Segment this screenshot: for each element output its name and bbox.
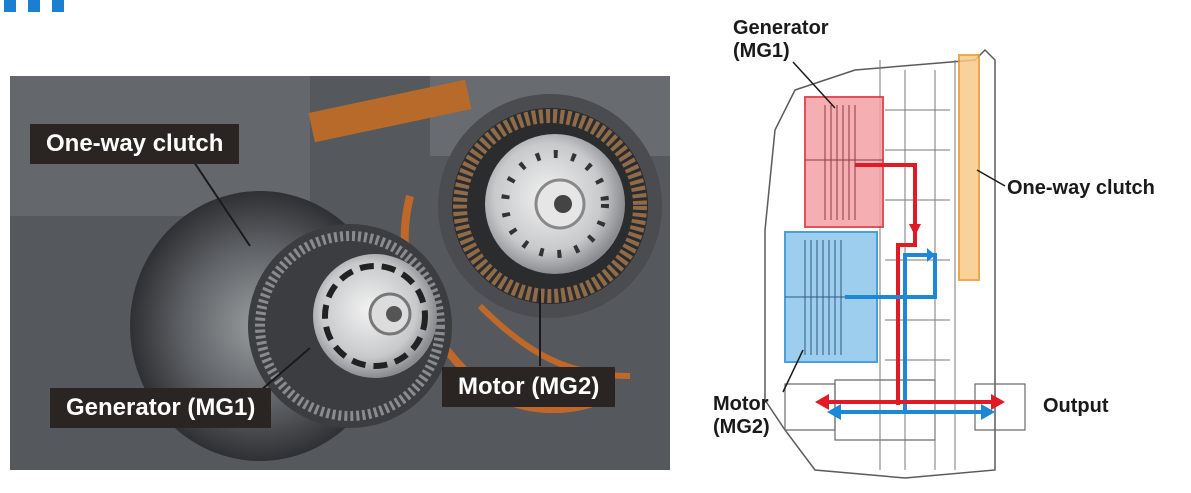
copper-bus-bar xyxy=(308,79,472,143)
diagram-label-motor-line2: (MG2) xyxy=(713,416,770,438)
generator-mg1-laminations xyxy=(805,105,883,220)
motor-rotor-holes xyxy=(501,150,609,258)
heading-glyphs xyxy=(4,0,64,12)
leader-line-clutch xyxy=(189,155,251,247)
diagram-label-one-way-clutch: One-way clutch xyxy=(1007,177,1155,199)
heading-glyph-1 xyxy=(4,0,16,12)
photo-label-one-way-clutch: One-way clutch xyxy=(30,124,240,164)
internal-lines xyxy=(879,60,956,470)
blue-output-arrowhead-left xyxy=(827,404,841,420)
generator-windings xyxy=(255,231,445,421)
motor-windings xyxy=(453,109,647,303)
diagram-label-motor-line1: Motor xyxy=(713,393,769,415)
diagram-label-output: Output xyxy=(1043,395,1109,417)
leader-generator xyxy=(792,61,836,109)
generator-rotor-slots xyxy=(322,263,428,369)
red-output-arrowhead-left xyxy=(815,394,829,410)
red-flow-arrowhead xyxy=(909,224,921,236)
cross-section-diagram: Generator (MG1) One-way clutch Motor (MG… xyxy=(705,0,1191,488)
heading-glyph-3 xyxy=(52,0,64,12)
motor-assembly-illustration xyxy=(10,76,670,470)
diagram-label-generator-line1: Generator xyxy=(733,17,829,39)
generator-mg1-highlight xyxy=(804,96,884,228)
cross-section-drawing xyxy=(764,48,1026,479)
red-output-arrowhead-right xyxy=(991,394,1005,410)
photo-label-motor: Motor (MG2) xyxy=(442,367,616,407)
generator-shaft-center xyxy=(386,306,402,322)
heading-glyph-2 xyxy=(28,0,40,12)
motor-assembly-photo: One-way clutch Generator (MG1) Motor (MG… xyxy=(10,76,670,470)
photo-label-generator: Generator (MG1) xyxy=(50,388,272,428)
motor-shaft-center xyxy=(554,195,572,213)
heading-fragment xyxy=(0,0,120,14)
leader-line-generator xyxy=(259,347,311,392)
one-way-clutch-highlight xyxy=(958,54,980,281)
diagram-label-generator-line2: (MG1) xyxy=(733,40,790,62)
blue-output-arrowhead-right xyxy=(981,404,995,420)
right-output-shaft xyxy=(974,383,1026,431)
leader-motor xyxy=(782,349,804,393)
blue-flow-arrowhead xyxy=(927,248,935,262)
left-output-shaft xyxy=(784,383,836,431)
leader-clutch xyxy=(976,169,1006,187)
